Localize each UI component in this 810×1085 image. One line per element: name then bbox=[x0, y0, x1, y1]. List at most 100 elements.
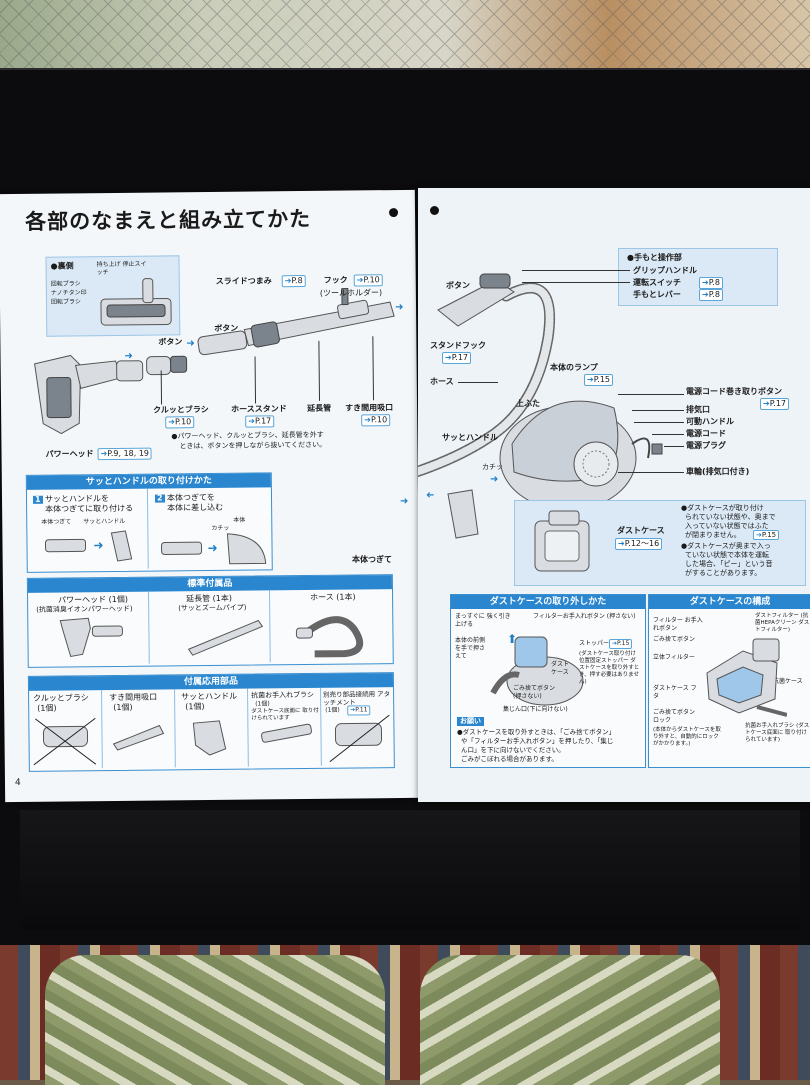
label-power-head: パワーヘッド bbox=[45, 449, 94, 459]
svg-text:➜: ➜ bbox=[207, 541, 217, 555]
label-body-joint: 本体つぎて bbox=[352, 555, 392, 564]
underside-heading: ●裏側 bbox=[50, 261, 74, 271]
label-dust-case: ダストケース bbox=[617, 526, 665, 535]
label-tool-holder: (ツールホルダー) bbox=[319, 288, 383, 298]
notice-line-4: ごみがこぼれる場合があります。 bbox=[461, 755, 558, 763]
board-reflection bbox=[20, 810, 800, 930]
structure-dust-filter: ダストフィルター (抗菌HEPAクリーン ダストフィルター) bbox=[755, 613, 810, 633]
label-handle-button: ボタン bbox=[446, 281, 470, 290]
label-body-lamp: 本体のランプ bbox=[550, 363, 598, 372]
step-1-line-1: サッとハンドルを bbox=[44, 494, 110, 504]
std-item-hose: ホース (1本) bbox=[310, 592, 356, 602]
lift-stop-switch-label: 持ち上げ 停止スイッチ bbox=[96, 260, 147, 277]
step-1-joint-label: 本体つぎて bbox=[41, 518, 72, 526]
dust-case-drawing bbox=[534, 510, 590, 572]
ref-gap-nozzle: ➔P.10 bbox=[361, 414, 391, 427]
manual-left-page: 各部のなまえと組み立てかた ●裏側 持ち上げ 停止スイッチ 回転ブラシ ナノチタ… bbox=[0, 189, 422, 803]
ref-cord-button: ➔P.17 bbox=[760, 398, 790, 410]
handle-attach-title: サッとハンドルの取り付けかた bbox=[26, 473, 271, 490]
attach-arrow-icon: ➜ bbox=[400, 496, 409, 507]
label-button-brush: ボタン bbox=[158, 337, 183, 347]
chair-cushion-left bbox=[45, 955, 385, 1085]
acc-item-handle-qty: (1個) bbox=[185, 702, 205, 712]
page-arrow-icon: ➔ bbox=[756, 531, 762, 539]
page-arrow-icon: ➔ bbox=[702, 290, 709, 299]
structure-lock: ごみ捨てボタン ロック bbox=[653, 709, 696, 724]
notice-line-3: ん口」を下に向けないでください。 bbox=[461, 746, 565, 754]
ref-stopper: ➔P.15 bbox=[609, 639, 633, 649]
binding-hole-right bbox=[430, 206, 439, 215]
label-grip-handle: グリップハンドル bbox=[633, 266, 697, 275]
dust-note-2-line-3: した場合、「ピー」という音 bbox=[685, 560, 773, 568]
structure-title: ダストケースの構成 bbox=[649, 595, 810, 609]
page-arrow-icon: ➔ bbox=[702, 278, 709, 287]
label-slide-knob: スライドつまみ bbox=[215, 276, 272, 286]
label-hand-lever: 手もとレバー bbox=[633, 290, 681, 299]
removal-collect-label: 集じん口(下に向けない) bbox=[503, 706, 568, 713]
assembly-drawing bbox=[34, 288, 395, 435]
notice-badge: お願い bbox=[457, 717, 484, 726]
connect-arrow-icon-2: ➜ bbox=[186, 338, 195, 350]
label-hose-stand: ホーススタンド bbox=[231, 404, 287, 414]
structure-dust-button: ごみ捨てボタン bbox=[653, 636, 696, 643]
dust-case-structure-panel: ダストケースの構成 フィルター お手入れボタン ごみ捨てボタン 立体フィルター … bbox=[648, 594, 810, 768]
label-run-switch: 運転スイッチ bbox=[633, 278, 681, 287]
structure-3d-filter: 立体フィルター bbox=[653, 654, 695, 661]
dust-note-1-line-4: が閉まりません。 bbox=[685, 531, 741, 539]
connect-arrow-icon-3: ➜ bbox=[394, 301, 404, 314]
removal-stopper-label: ストッパー bbox=[579, 640, 610, 647]
label-movable-handle: 可動ハンドル bbox=[686, 417, 734, 426]
page-arrow-icon: ➔ bbox=[763, 399, 770, 408]
step-1-badge: 1 bbox=[32, 494, 43, 504]
step-2-drawing: ➜ bbox=[161, 533, 267, 565]
label-stand-hook: スタンドフック bbox=[430, 341, 486, 350]
manual-right-page: ➜ ➜ ➜ ●手もと操作部 グリップハンドル 運転スイッチ ➔P.8 手もとレバ… bbox=[352, 188, 810, 802]
ref-dust-note: ➔P.15 bbox=[753, 530, 780, 540]
label-button-pipe: ボタン bbox=[214, 323, 239, 333]
label-satto-handle: サッとハンドル bbox=[442, 433, 498, 442]
connect-arrow-icon: ➜ bbox=[124, 350, 133, 362]
dust-note-1-line-3: 入っていない状態ではふた bbox=[685, 522, 769, 530]
label-extension-pipe: 延長管 bbox=[307, 403, 332, 413]
dust-case-removal-panel: ダストケースの取り外しかた まっすぐに 強く引き上げる 本体の前側を手で押さえて… bbox=[450, 594, 646, 768]
removal-dust-case-label: ダスト ケース bbox=[551, 661, 570, 676]
label-hook: フック bbox=[323, 275, 348, 285]
dust-note-2-line-1: ●ダストケースが奥まで入っ bbox=[681, 542, 771, 550]
std-item-pipe: 延長管 (1本) bbox=[186, 593, 232, 604]
ref-hose-stand: ➔P.17 bbox=[245, 415, 275, 428]
notice-line-2: や「フィルターお手入れボタン」を押したり、「集じ bbox=[461, 737, 614, 745]
hand-control-box: ●手もと操作部 グリップハンドル 運転スイッチ ➔P.8 手もとレバー ➔P.8 bbox=[618, 248, 778, 306]
window-background bbox=[0, 0, 810, 75]
structure-drawing bbox=[706, 638, 787, 717]
ref-hook: ➔P.10 bbox=[353, 274, 383, 287]
std-item-pipe-sub: (サッとズームパイプ) bbox=[178, 603, 247, 613]
label-top-cover: 上ふた bbox=[516, 399, 540, 408]
acc-item-gap-nozzle-qty: (1個) bbox=[113, 702, 133, 713]
binding-hole bbox=[388, 208, 399, 218]
ref-body-lamp: ➔P.15 bbox=[584, 374, 614, 386]
removal-step-1: 本体の前側を手で押さえて bbox=[455, 637, 486, 660]
dust-note-2-line-2: ていない状態で本体を運転 bbox=[685, 551, 769, 559]
acc-item-clean-brush: 抗菌お手入れブラシ bbox=[251, 690, 315, 700]
ref-run-switch: ➔P.8 bbox=[699, 277, 723, 289]
structure-case-lid: ダストケース フタ bbox=[653, 685, 697, 700]
svg-text:➜: ➜ bbox=[93, 538, 103, 552]
handle-attach-panel: サッとハンドルの取り付けかた 1 サッとハンドルを 本体つぎてに取り付ける 本体… bbox=[25, 472, 273, 573]
std-item-powerhead: パワーヘッド (1個) bbox=[58, 594, 129, 605]
standard-accessories-drawing bbox=[59, 616, 364, 658]
label-kurutto-brush: クルッとブラシ bbox=[153, 405, 209, 415]
applied-accessories-panel: 付属応用部品 クルッとブラシ (1個) すき間用吸口 (1個) サッとハンドル … bbox=[27, 672, 395, 772]
attach-arrow-icon-3: ➜ bbox=[490, 474, 499, 485]
acc-item-brush-qty: (1個) bbox=[37, 703, 57, 713]
ref-kurutto-brush: ➔P.10 bbox=[165, 416, 195, 429]
page-arrow-icon: ➔ bbox=[587, 375, 594, 384]
step-1-drawing: ➜ bbox=[44, 530, 133, 562]
label-wheel: 車輪(排気口付き) bbox=[686, 467, 750, 476]
label-power-cord: 電源コード bbox=[686, 429, 726, 438]
ref-dust-case: ➔P.12～16 bbox=[615, 538, 663, 550]
page-title: 各部のなまえと組み立てかた bbox=[24, 206, 312, 234]
acc-item-brush: クルッとブラシ bbox=[33, 693, 89, 703]
notice-line-1: ●ダストケースを取り外すときは、「ごみ捨てボタン」 bbox=[457, 728, 616, 736]
removal-dust-button-label: ごみ捨てボタン (押さない) bbox=[513, 685, 556, 700]
structure-filter-button: フィルター お手入れボタン bbox=[653, 617, 703, 632]
